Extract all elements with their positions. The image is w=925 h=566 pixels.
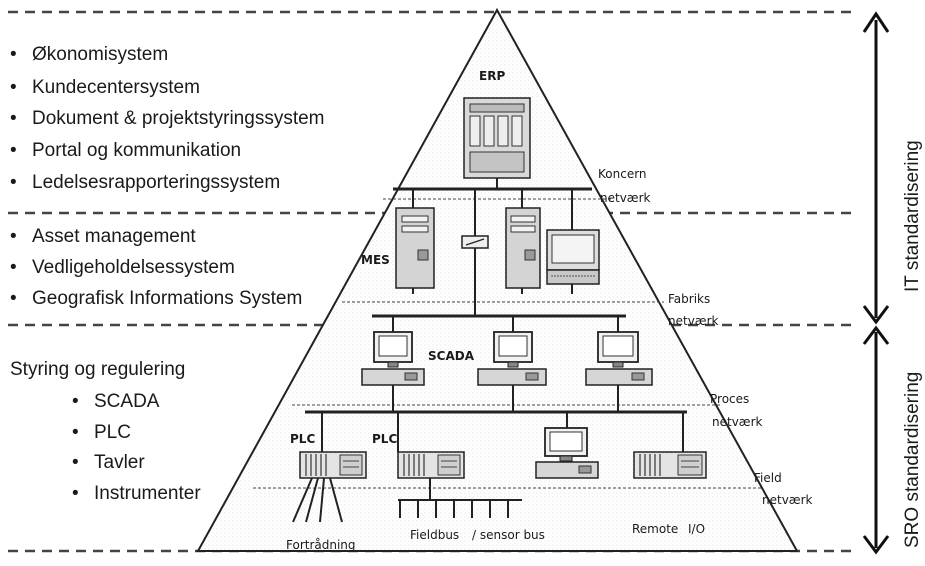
erp-server-icon [463, 97, 531, 179]
sro-standardization-arrow [862, 325, 890, 555]
sro-standardisering-label: SRO standardisering [902, 371, 923, 548]
list-item-text: Portal og kommunikation [32, 140, 242, 161]
fortradning-label: Fortrådning [286, 538, 356, 552]
koncern-netvaerk-label: netværk [600, 191, 651, 205]
bullet: • [10, 226, 17, 247]
fieldbus-lines [398, 478, 522, 518]
bullet: • [10, 172, 17, 193]
pyramid-shape [196, 7, 799, 552]
remote-io-cabinet-icon [633, 451, 707, 479]
fieldbus-label: Fieldbus [410, 528, 459, 542]
koncern-label: Koncern [598, 167, 647, 181]
sensorbus-label: / sensor bus [472, 528, 545, 542]
bullet: • [72, 391, 79, 412]
list-item-text: Geografisk Informations System [32, 288, 303, 309]
bullet: • [10, 108, 17, 129]
list-item-text: PLC [94, 422, 131, 443]
bullet: • [10, 257, 17, 278]
list-item-text: Kundecentersystem [32, 77, 200, 98]
mes-label: MES [361, 253, 390, 267]
plc-right-label: PLC [372, 432, 397, 446]
it-standardisering-label: IT standardisering [902, 140, 923, 292]
bullet: • [10, 140, 17, 161]
list-item: • Ledelsesrapporteringssystem [10, 172, 280, 194]
bullet: • [10, 288, 17, 309]
list-item-text: SCADA [94, 391, 160, 412]
bullet: • [10, 77, 17, 98]
fabriks-label: Fabriks [668, 292, 710, 306]
list-item-text: Dokument & projektstyringssystem [32, 108, 325, 129]
bullet: • [72, 483, 79, 504]
bullet: • [72, 452, 79, 473]
list-item: • Kundecentersystem [10, 77, 200, 99]
field-label: Field [754, 471, 782, 485]
mes-server-icon [505, 207, 541, 289]
list-item: • Vedligeholdelsessystem [10, 257, 235, 279]
bullet: • [10, 44, 17, 65]
bullet: • [72, 422, 79, 443]
remote-label: Remote [632, 522, 678, 536]
hardwiring-lines [292, 477, 343, 523]
list-item-text: Instrumenter [94, 483, 201, 504]
scada-workstation-icon [585, 331, 653, 386]
scada-workstation-icon [477, 331, 547, 386]
list-item-text: Tavler [94, 452, 145, 473]
list-item: • Dokument & projektstyringssystem [10, 108, 325, 130]
list-item: • Økonomisystem [10, 44, 168, 66]
list-item: • Asset management [10, 226, 196, 248]
erp-label: ERP [479, 69, 505, 83]
list-item: • Tavler [72, 452, 145, 474]
list-item: • PLC [72, 422, 131, 444]
list-item-text: Ledelsesrapporteringssystem [32, 172, 281, 193]
list-item-text: Økonomisystem [32, 44, 169, 65]
plc-left-label: PLC [290, 432, 315, 446]
switch-icon [461, 235, 489, 249]
scada-label: SCADA [428, 349, 475, 363]
it-standardization-arrow [862, 11, 890, 325]
list-item: • Geografisk Informations System [10, 288, 302, 310]
plc-cabinet-icon [397, 451, 465, 479]
list-item: • SCADA [72, 391, 159, 413]
sro-heading: Styring og regulering [10, 359, 186, 380]
operator-station-icon [535, 427, 599, 479]
list-item: • Instrumenter [72, 483, 201, 505]
list-item: • Portal og kommunikation [10, 140, 241, 162]
field-netvaerk-label: netværk [762, 493, 813, 507]
proces-label: Proces [710, 392, 749, 406]
scada-workstation-icon [361, 331, 425, 386]
mes-server-icon [395, 207, 435, 289]
fabriks-netvaerk-label: netværk [668, 314, 719, 328]
list-item-text: Vedligeholdelsessystem [32, 257, 235, 278]
proces-netvaerk-label: netværk [712, 415, 763, 429]
terminal-icon [546, 229, 600, 285]
plc-cabinet-icon [299, 451, 367, 479]
remote-io-label: I/O [688, 522, 705, 536]
list-item-text: Asset management [32, 226, 196, 247]
